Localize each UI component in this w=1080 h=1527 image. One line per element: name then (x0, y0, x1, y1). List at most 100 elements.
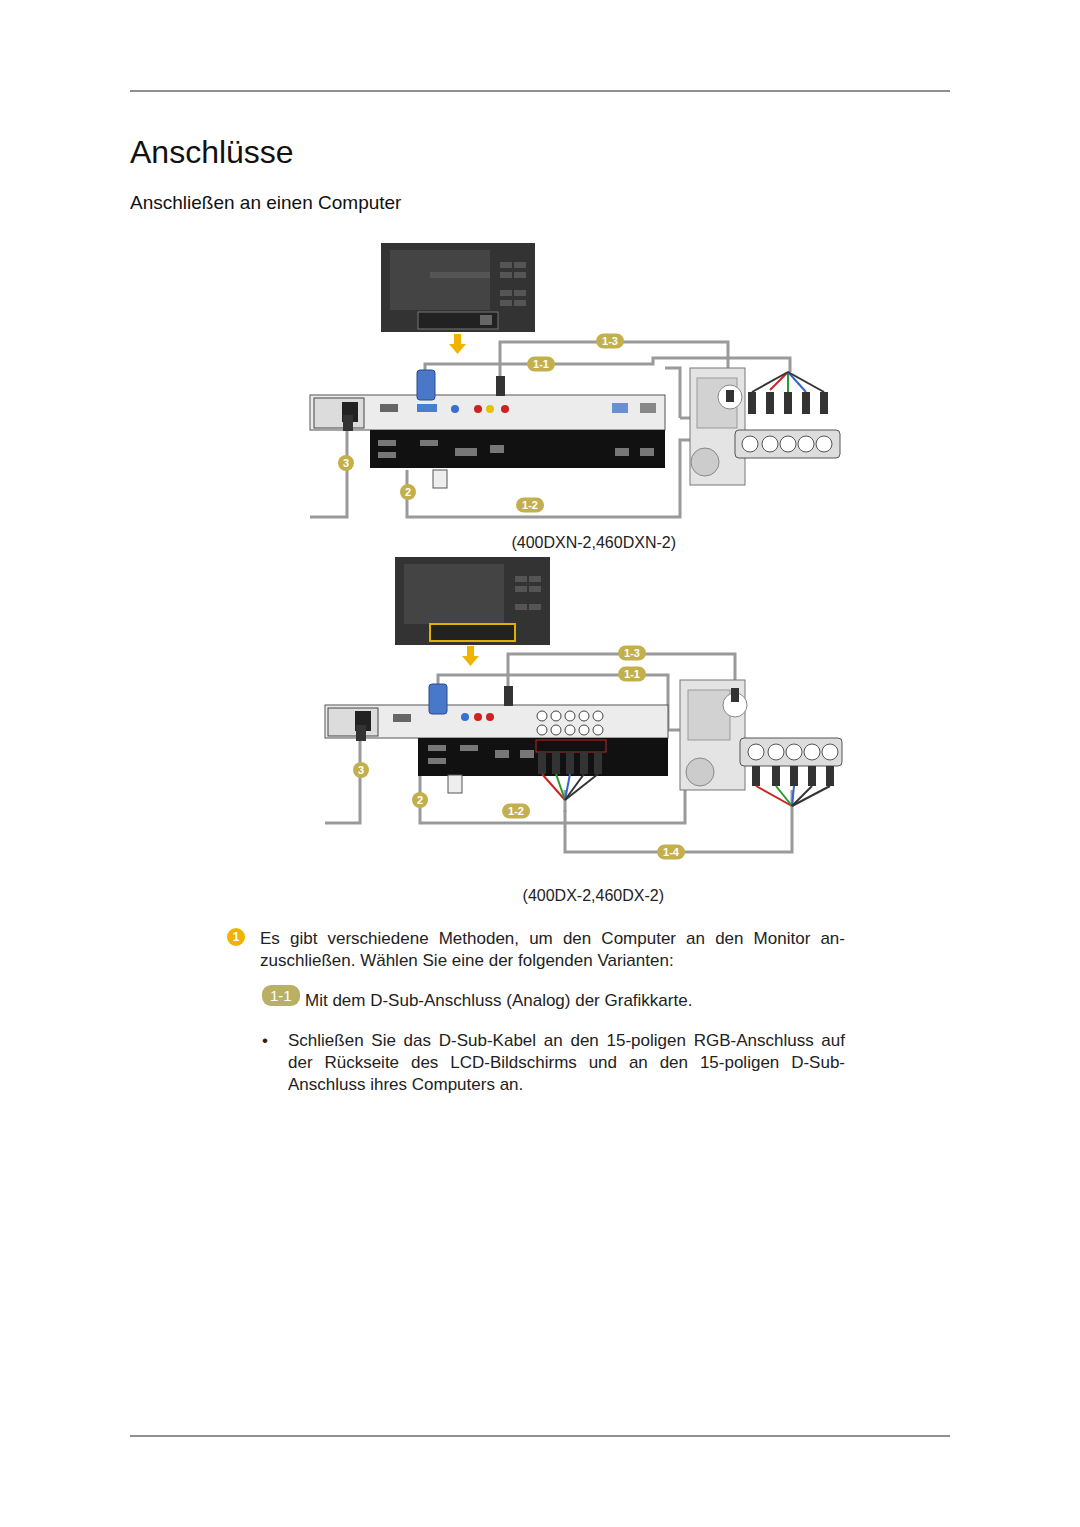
terminal-panel (486, 713, 494, 721)
monitor-back (395, 557, 550, 645)
terminal-panel (565, 711, 575, 721)
connector-plug (356, 725, 366, 741)
connector-plug (343, 415, 353, 431)
monitor-back (529, 604, 541, 610)
terminal-panel (428, 745, 446, 751)
terminal-panel (428, 745, 534, 764)
computer (752, 372, 824, 392)
cable (325, 654, 792, 852)
monitor-back (418, 312, 498, 329)
terminal-panel (417, 404, 437, 412)
monitor-back (430, 624, 515, 641)
monitor-back (390, 250, 490, 310)
terminal-panel (536, 740, 606, 752)
monitor-back (529, 586, 541, 592)
computer (742, 436, 758, 452)
computer (826, 766, 834, 786)
computer (788, 372, 806, 392)
computer (756, 786, 792, 806)
callout-number: 1-3 (618, 646, 646, 661)
terminal-panel (495, 750, 509, 758)
arrow-down (454, 334, 461, 344)
terminal-panel (501, 405, 509, 413)
monitor-back (500, 262, 526, 306)
monitor-back (500, 272, 512, 278)
computer (691, 448, 719, 476)
monitor-back (381, 243, 535, 332)
terminal-panel (310, 395, 665, 430)
rule-line (130, 90, 950, 91)
connector-plug (356, 684, 602, 800)
terminal-panel (378, 440, 654, 458)
note-text: Es gibt verschiedene Methoden, um den Co… (260, 928, 845, 972)
callout-number: 1-4 (657, 845, 685, 860)
computer (820, 392, 828, 414)
computer (762, 436, 778, 452)
computer (752, 766, 760, 786)
terminal-panel (310, 395, 665, 468)
computer (686, 758, 714, 786)
computer (748, 392, 756, 414)
connector-plug (343, 370, 505, 488)
connector-plug (542, 774, 565, 800)
computer (748, 744, 764, 760)
computer (752, 766, 834, 786)
monitor-back (480, 315, 492, 325)
monitor-back (395, 557, 550, 645)
connector-plug (580, 752, 588, 774)
monitor-back (515, 604, 527, 610)
connector-plug (538, 752, 546, 774)
page-title: Anschlüsse (130, 133, 294, 171)
computer (816, 436, 832, 452)
connector-plug (496, 376, 505, 396)
computer (798, 436, 814, 452)
computer (787, 372, 789, 392)
terminal-panel (451, 405, 459, 413)
model-label: (400DXN-2,460DXN-2) (511, 533, 676, 553)
connector-plug (552, 752, 560, 774)
connector-plug (565, 774, 598, 800)
computer (748, 744, 838, 760)
computer (784, 392, 792, 414)
callout-number: 1-1 (527, 357, 555, 372)
computer (790, 766, 798, 786)
terminal-panel (418, 738, 668, 776)
terminal-panel (380, 404, 398, 412)
computer (680, 680, 745, 790)
computer (780, 436, 796, 452)
step-badge: 1-1 (262, 985, 300, 1006)
computer (748, 392, 828, 414)
callout-number: 1-2 (502, 804, 530, 819)
terminal-panel (378, 452, 396, 458)
terminal-panel (461, 713, 469, 721)
terminal-panel (551, 711, 561, 721)
computer (804, 744, 820, 760)
connector-plug (429, 684, 447, 714)
cable (310, 430, 347, 517)
terminal-panel (579, 711, 589, 721)
computer (792, 786, 830, 806)
terminal-panel (428, 758, 446, 764)
terminal-panel (579, 725, 589, 735)
callout-number: 3 (338, 455, 354, 471)
computer (822, 744, 838, 760)
terminal-panel (314, 398, 364, 428)
monitor-back (514, 272, 526, 278)
connector-plug (504, 686, 513, 706)
terminal-panel (486, 405, 494, 413)
monitor-back (515, 586, 527, 592)
terminal-panel (378, 440, 396, 446)
connector-plug (433, 470, 447, 488)
callout-number: 3 (353, 762, 369, 778)
monitor-back (430, 272, 490, 278)
terminal-panel (593, 711, 603, 721)
model-label: (400DX-2,460DX-2) (523, 886, 664, 906)
arrow-down (462, 656, 479, 666)
callout-number: 1-1 (618, 667, 646, 682)
computer (752, 372, 788, 392)
arrow-down (462, 646, 479, 666)
terminal-panel (328, 708, 378, 736)
terminal-panel (565, 725, 575, 735)
monitor-back (404, 564, 504, 624)
